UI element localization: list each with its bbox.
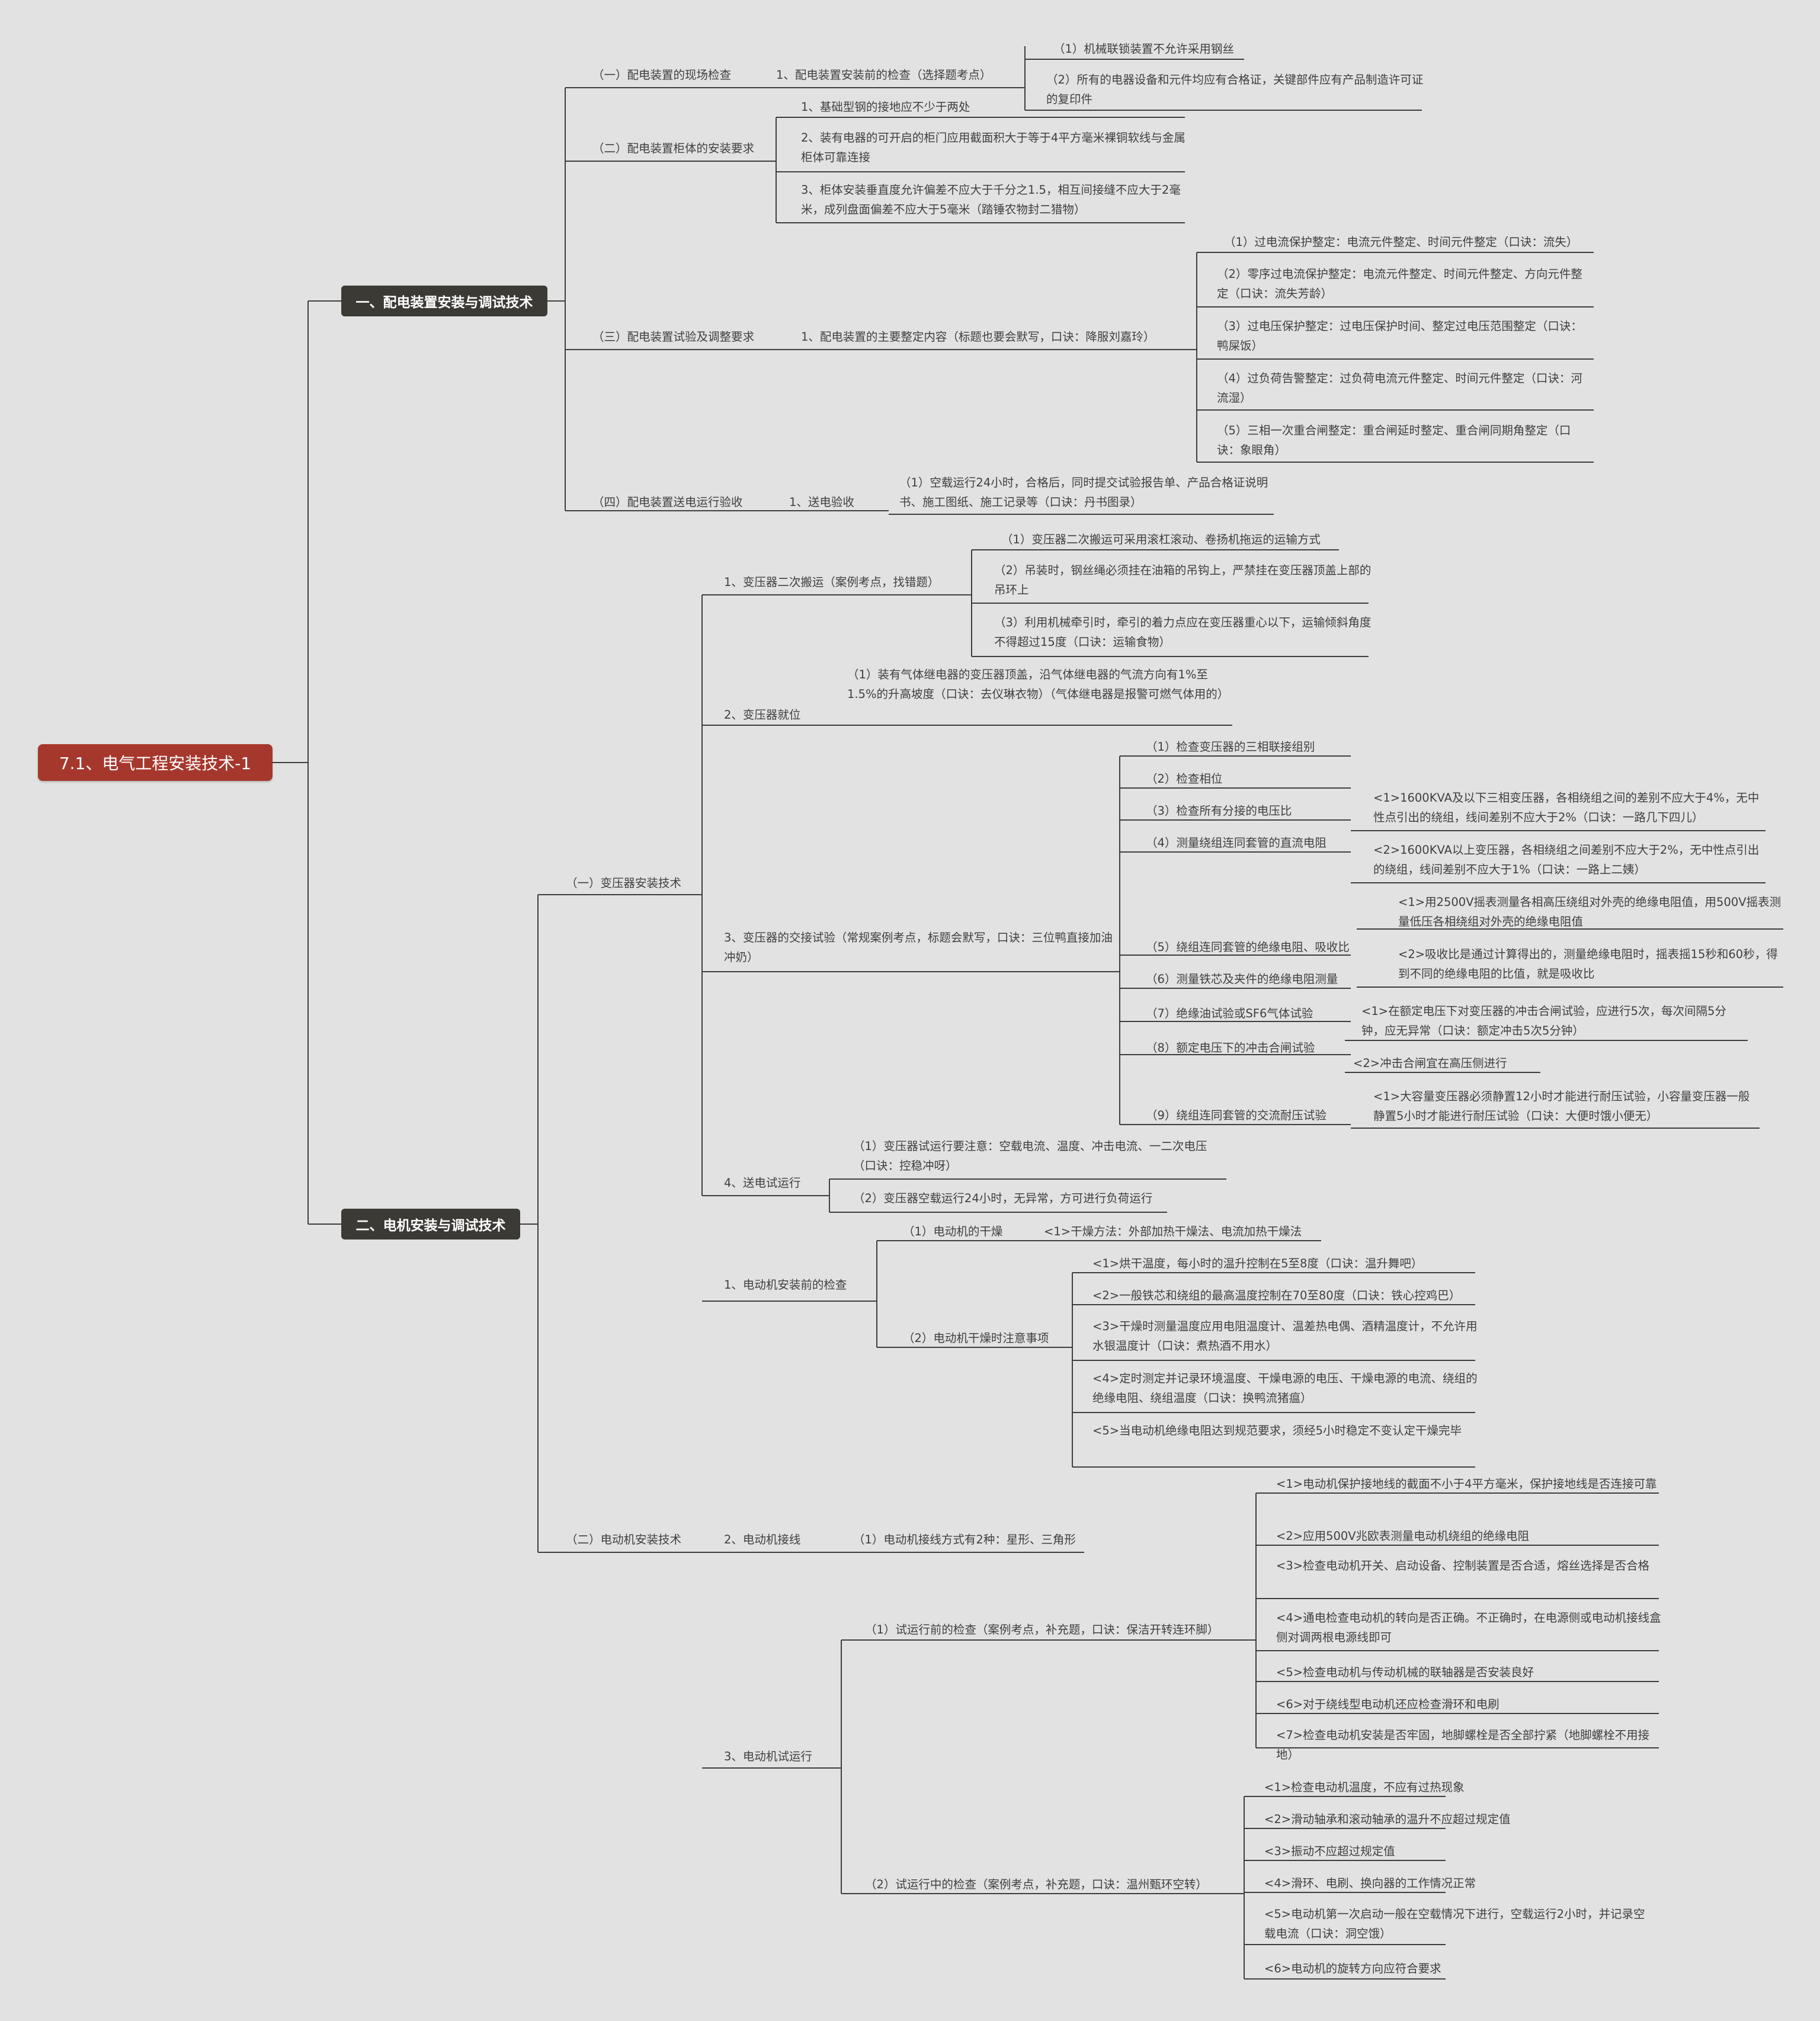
topic-node[interactable]: 1、电动机安装前的检查 bbox=[724, 1278, 847, 1292]
topic-node[interactable]: （1）检查变压器的三相联接组别 bbox=[1146, 740, 1315, 754]
topic-node[interactable]: （2）吊装时，钢丝绳必须挂在油箱的吊钩上，严禁挂在变压器顶盖上部的吊环上 bbox=[994, 563, 1372, 597]
topic-node[interactable]: 2、变压器就位 bbox=[724, 708, 801, 722]
topic-node[interactable]: （1）变压器二次搬运可采用滚杠滚动、卷扬机拖运的运输方式 bbox=[1001, 533, 1321, 546]
topic-node[interactable]: （5）三相一次重合闸整定：重合闸延时整定、重合闸同期角整定（口诀：象眼角） bbox=[1217, 424, 1571, 457]
topic-node[interactable]: <4>滑环、电刷、换向器的工作情况正常 bbox=[1264, 1876, 1476, 1890]
topic-node[interactable]: <1>大容量变压器必须静置12小时才能进行耐压试验，小容量变压器一般静置5小时才… bbox=[1373, 1090, 1750, 1123]
topic-node[interactable]: （1）电动机接线方式有2种：星形、三角形 bbox=[853, 1533, 1076, 1546]
topic-node[interactable]: <4>定时测定并记录环境温度、干燥电源的电压、干燥电源的电流、绕组的绝缘电阻、绕… bbox=[1092, 1372, 1478, 1405]
topic-node[interactable]: <1>电动机保护接地线的截面不小于4平方毫米，保护接地线是否连接可靠 bbox=[1276, 1477, 1657, 1491]
topic-node[interactable]: （2）零序过电流保护整定：电流元件整定、时间元件整定、方向元件整定（口诀：流失芳… bbox=[1217, 267, 1582, 300]
topic-node[interactable]: <5>检查电动机与传动机械的联轴器是否安装良好 bbox=[1276, 1666, 1534, 1679]
topic-node[interactable]: <2>1600KVA以上变压器，各相绕组之间差别不应大于2%，无中性点引出的绕组… bbox=[1373, 843, 1760, 876]
topic-node[interactable]: <2>滑动轴承和滚动轴承的温升不应超过规定值 bbox=[1264, 1812, 1511, 1826]
topic-node[interactable]: （三）配电装置试验及调整要求 bbox=[592, 330, 755, 344]
topic-node[interactable]: <1>检查电动机温度，不应有过热现象 bbox=[1264, 1780, 1465, 1794]
topic-node[interactable]: <2>冲击合闸宜在高压侧进行 bbox=[1353, 1056, 1507, 1070]
topic-node[interactable]: （1）变压器试运行要注意：空载电流、温度、冲击电流、一二次电压（口诀：控稳冲呀） bbox=[853, 1139, 1207, 1173]
topic-node[interactable]: 1、配电装置安装前的检查（选择题考点） bbox=[776, 68, 992, 82]
topic-node[interactable]: 2、装有电器的可开启的柜门应用截面积大于等于4平方毫米裸铜软线与金属柜体可靠连接 bbox=[801, 131, 1185, 164]
branch-node[interactable]: 一、配电装置安装与调试技术 bbox=[341, 286, 547, 316]
topic-node[interactable]: <3>干燥时测量温度应用电阻温度计、温差热电偶、酒精温度计，不允许用水银温度计（… bbox=[1092, 1319, 1478, 1353]
topic-node[interactable]: <6>电动机的旋转方向应符合要求 bbox=[1264, 1962, 1441, 1975]
topic-node[interactable]: <1>烘干温度，每小时的温升控制在5至8度（口诀：温升舞吧） bbox=[1092, 1257, 1423, 1270]
topic-node[interactable]: （3）过电压保护整定：过电压保护时间、整定过电压范围整定（口诀：鸭屎饭） bbox=[1217, 319, 1582, 353]
topic-node[interactable]: （1）空载运行24小时，合格后，同时提交试验报告单、产品合格证说明书、施工图纸、… bbox=[899, 476, 1268, 509]
topic-node[interactable]: （4）测量绕组连同套管的直流电阻 bbox=[1146, 836, 1326, 850]
topic-node[interactable]: <2>应用500V兆欧表测量电动机绕组的绝缘电阻 bbox=[1276, 1529, 1530, 1543]
topic-node[interactable]: （2）试运行中的检查（案例考点，补充题，口诀：温州甄环空转） bbox=[865, 1878, 1207, 1891]
topic-node[interactable]: <2>一般铁芯和绕组的最高温度控制在70至80度（口诀：铁心控鸡巴） bbox=[1092, 1289, 1461, 1302]
topic-node[interactable]: （7）绝缘油试验或SF6气体试验 bbox=[1146, 1007, 1313, 1020]
root-node[interactable]: 7.1、电气工程安装技术-1 bbox=[38, 744, 273, 781]
topic-node[interactable]: （二）配电装置柜体的安装要求 bbox=[592, 142, 755, 155]
topic-node[interactable]: （1）电动机的干燥 bbox=[903, 1225, 1003, 1238]
topic-node[interactable]: （一）变压器安装技术 bbox=[566, 876, 682, 890]
topic-node[interactable]: 1、变压器二次搬运（案例考点，找错题） bbox=[724, 575, 940, 589]
topic-node[interactable]: <7>检查电动机安装是否牢固，地脚螺栓是否全部拧紧（地脚螺栓不用接地） bbox=[1276, 1728, 1650, 1761]
topic-node[interactable]: （9）绕组连同套管的交流耐压试验 bbox=[1146, 1109, 1326, 1122]
topic-node[interactable]: （2）变压器空载运行24小时，无异常，方可进行负荷运行 bbox=[853, 1192, 1153, 1205]
topic-node[interactable]: （2）电动机干燥时注意事项 bbox=[903, 1331, 1049, 1345]
topic-node[interactable]: <4>通电检查电动机的转向是否正确。不正确时，在电源侧或电动机接线盒侧对调两根电… bbox=[1276, 1611, 1661, 1644]
topic-node[interactable]: <5>电动机第一次启动一般在空载情况下进行，空载运行2小时，并记录空载电流（口诀… bbox=[1264, 1907, 1645, 1940]
topic-node[interactable]: 1、送电验收 bbox=[789, 495, 854, 509]
topic-node[interactable]: 2、电动机接线 bbox=[724, 1533, 801, 1546]
topic-node[interactable]: <3>检查电动机开关、启动设备、控制装置是否合适，熔丝选择是否合格 bbox=[1276, 1559, 1650, 1572]
topic-node[interactable]: （6）测量铁芯及夹件的绝缘电阻测量 bbox=[1146, 972, 1338, 986]
topic-node[interactable]: 1、基础型钢的接地应不少于两处 bbox=[801, 100, 970, 114]
topic-node[interactable]: <2>吸收比是通过计算得出的，测量绝缘电阻时，摇表摇15秒和60秒，得到不同的绝… bbox=[1398, 947, 1778, 981]
topic-node[interactable]: （5）绕组连同套管的绝缘电阻、吸收比 bbox=[1146, 940, 1350, 954]
topic-node[interactable]: 3、柜体安装垂直度允许偏差不应大于千分之1.5，相互间接缝不应大于2毫米，成列盘… bbox=[801, 183, 1181, 216]
topic-node[interactable]: （1）机械联锁装置不允许采用钢丝 bbox=[1053, 42, 1234, 56]
topic-node[interactable]: <1>用2500V摇表测量各相高压绕组对外壳的绝缘电阻值，用500V摇表测量低压… bbox=[1398, 895, 1781, 928]
topic-node[interactable]: 3、变压器的交接试验（常规案例考点，标题会默写，口诀：三位鸭直接加油冲奶） bbox=[724, 931, 1113, 964]
topic-node[interactable]: （二）电动机安装技术 bbox=[566, 1533, 682, 1546]
topic-node[interactable]: <6>对于绕线型电动机还应检查滑环和电刷 bbox=[1276, 1697, 1499, 1711]
topic-node[interactable]: 3、电动机试运行 bbox=[724, 1750, 812, 1763]
topic-node[interactable]: <5>当电动机绝缘电阻达到规范要求，须经5小时稳定不变认定干燥完毕 bbox=[1092, 1424, 1462, 1437]
topic-node[interactable]: （1）试运行前的检查（案例考点，补充题，口诀：保洁开转连环脚） bbox=[865, 1623, 1219, 1636]
topic-node[interactable]: （8）额定电压下的冲击合闸试验 bbox=[1146, 1041, 1315, 1055]
topic-node[interactable]: （4）过负荷告警整定：过负荷电流元件整定、时间元件整定（口诀：河流湿） bbox=[1217, 371, 1582, 405]
topic-node[interactable]: （3）利用机械牵引时，牵引的着力点应在变压器重心以下，运输倾斜角度不得超过15度… bbox=[994, 616, 1372, 649]
topic-node[interactable]: <3>振动不应超过规定值 bbox=[1264, 1844, 1395, 1858]
topic-node[interactable]: （一）配电装置的现场检查 bbox=[592, 68, 732, 82]
topic-node[interactable]: <1>干燥方法：外部加热干燥法、电流加热干燥法 bbox=[1044, 1225, 1302, 1238]
topic-node[interactable]: （3）检查所有分接的电压比 bbox=[1146, 804, 1292, 818]
topic-node[interactable]: （1）装有气体继电器的变压器顶盖，沿气体继电器的气流方向有1%至1.5%的升高坡… bbox=[847, 668, 1229, 701]
topic-node[interactable]: （2）检查相位 bbox=[1146, 772, 1223, 786]
topic-node[interactable]: （四）配电装置送电运行验收 bbox=[592, 495, 743, 509]
topic-node[interactable]: <1>1600KVA及以下三相变压器，各相绕组之间的差别不应大于4%，无中性点引… bbox=[1373, 791, 1760, 824]
topic-node[interactable]: <1>在额定电压下对变压器的冲击合闸试验，应进行5次，每次间隔5分钟，应无异常（… bbox=[1361, 1004, 1726, 1037]
topic-node[interactable]: （1）过电流保护整定：电流元件整定、时间元件整定（口诀：流失） bbox=[1224, 235, 1578, 249]
topic-node[interactable]: 1、配电装置的主要整定内容（标题也要会默写，口诀：降服刘嘉玲） bbox=[801, 330, 1155, 344]
topic-node[interactable]: 4、送电试运行 bbox=[724, 1176, 801, 1190]
topic-node[interactable]: （2）所有的电器设备和元件均应有合格证，关键部件应有产品制造许可证的复印件 bbox=[1046, 73, 1424, 106]
branch-node[interactable]: 二、电机安装与调试技术 bbox=[341, 1209, 520, 1239]
